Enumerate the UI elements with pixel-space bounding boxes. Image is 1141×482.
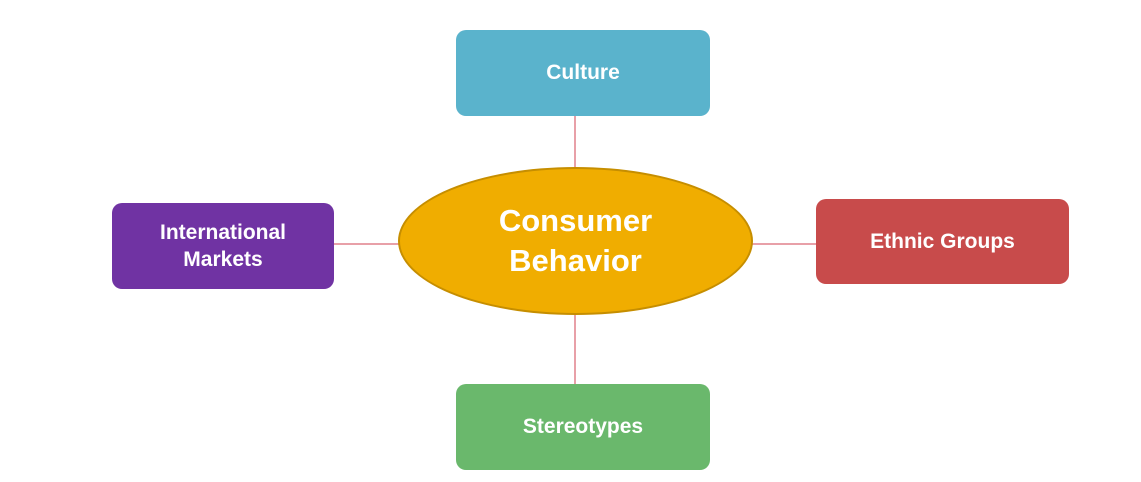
node-international-markets-line1: International (159, 220, 286, 244)
node-stereotypes-label: Stereotypes (522, 415, 644, 439)
node-international-markets-line2: Markets (183, 248, 263, 271)
node-culture: Culture (456, 30, 710, 116)
node-culture-label: Culture (546, 61, 620, 85)
center-node-consumer-behavior: Consumer Behavior (398, 167, 753, 315)
node-international-markets: International Markets (112, 203, 334, 289)
node-ethnic-groups: Ethnic Groups (816, 199, 1069, 284)
connector-right (752, 243, 816, 245)
node-ethnic-groups-label: Ethnic Groups (870, 229, 1015, 253)
center-node-line2: Behavior (509, 243, 642, 278)
connector-left (334, 243, 400, 245)
node-stereotypes: Stereotypes (456, 384, 710, 470)
connector-bottom (574, 314, 576, 384)
center-node-line1: Consumer (498, 202, 653, 238)
connector-top (574, 116, 576, 168)
